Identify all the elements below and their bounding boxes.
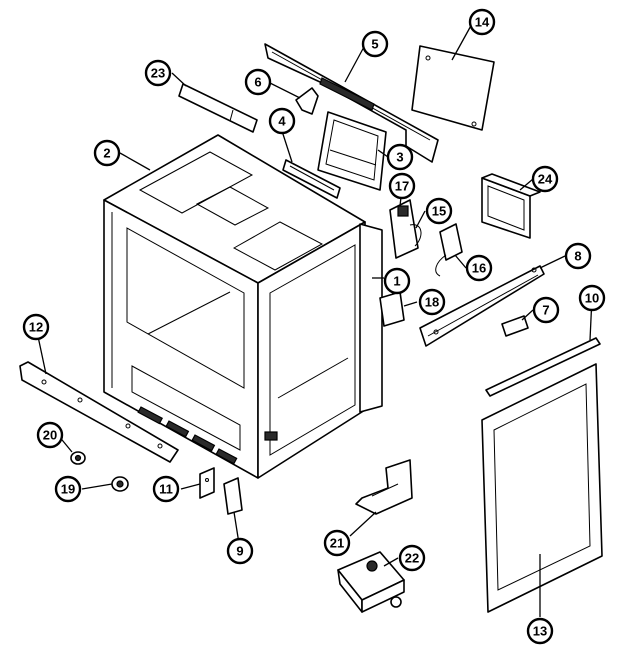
callout-8: 8 — [564, 242, 592, 270]
callout-3: 3 — [386, 143, 414, 171]
callout-label: 23 — [151, 66, 165, 81]
cabinet-frame — [103, 134, 383, 479]
callout-7: 7 — [532, 296, 560, 324]
callout-label: 8 — [574, 249, 581, 264]
part-13-door-panel — [481, 363, 603, 613]
callout-label: 19 — [61, 482, 75, 497]
callout-16: 16 — [465, 254, 493, 282]
callout-1: 1 — [383, 267, 411, 295]
cabinet-vent-slots — [137, 406, 238, 465]
callout-label: 20 — [43, 428, 57, 443]
part-11-bracket — [199, 467, 215, 499]
callout-label: 9 — [236, 544, 243, 559]
callout-label: 12 — [29, 320, 43, 335]
callout-23: 23 — [144, 59, 172, 87]
part-9-foot — [223, 477, 243, 515]
callout-label: 2 — [103, 146, 110, 161]
callout-label: 18 — [425, 295, 439, 310]
part-20-knob — [70, 451, 86, 465]
callout-24: 24 — [531, 165, 559, 193]
callout-22: 22 — [398, 544, 426, 572]
part-22-transformer — [337, 551, 405, 613]
callout-15: 15 — [425, 197, 453, 225]
part-23-strip — [178, 83, 258, 133]
part-16-connector — [435, 223, 463, 277]
callout-14: 14 — [468, 8, 496, 36]
part-18-clip — [379, 291, 405, 327]
callout-11: 11 — [152, 475, 180, 503]
callout-4: 4 — [268, 107, 296, 135]
part-15-wire — [409, 224, 422, 247]
callout-label: 15 — [432, 204, 446, 219]
callout-label: 1 — [393, 274, 400, 289]
callout-20: 20 — [36, 421, 64, 449]
callout-label: 7 — [542, 303, 549, 318]
part-10-rod — [485, 337, 601, 397]
callout-badges: 1 2 3 4 5 6 7 8 9 10 11 12 13 14 15 16 1… — [22, 8, 606, 645]
part-3-duct — [317, 111, 387, 191]
callout-5: 5 — [361, 30, 389, 58]
callout-label: 11 — [159, 482, 173, 497]
callout-label: 16 — [472, 261, 486, 276]
callout-19: 19 — [54, 475, 82, 503]
callout-21: 21 — [323, 529, 351, 557]
part-17-bracket — [389, 199, 419, 259]
callout-12: 12 — [22, 313, 50, 341]
callout-label: 3 — [396, 150, 403, 165]
callout-label: 5 — [371, 37, 378, 52]
callout-label: 22 — [405, 551, 419, 566]
callout-label: 24 — [538, 172, 553, 187]
callout-label: 17 — [395, 179, 409, 194]
callout-label: 21 — [330, 536, 344, 551]
part-21-leg-bracket — [355, 459, 413, 515]
part-6-bracket — [295, 87, 319, 115]
callout-18: 18 — [418, 288, 446, 316]
callout-label: 13 — [533, 624, 547, 639]
callout-label: 14 — [475, 15, 490, 30]
callout-9: 9 — [226, 537, 254, 565]
part-4-vent-strip — [282, 159, 341, 199]
callout-10: 10 — [578, 284, 606, 312]
callout-label: 6 — [254, 75, 261, 90]
part-14-panel — [411, 45, 495, 131]
part-8-rail — [419, 265, 545, 347]
callout-label: 4 — [278, 114, 286, 129]
part-5-rear-bracket — [264, 43, 439, 163]
callout-17: 17 — [388, 172, 416, 200]
part-24-box — [481, 173, 541, 239]
part-7-plate — [501, 315, 529, 337]
callout-13: 13 — [526, 617, 554, 645]
callout-2: 2 — [93, 139, 121, 167]
callout-6: 6 — [244, 68, 272, 96]
callout-label: 10 — [585, 291, 599, 306]
part-19-knob — [111, 476, 129, 492]
part-12-kick-rail — [19, 361, 179, 463]
